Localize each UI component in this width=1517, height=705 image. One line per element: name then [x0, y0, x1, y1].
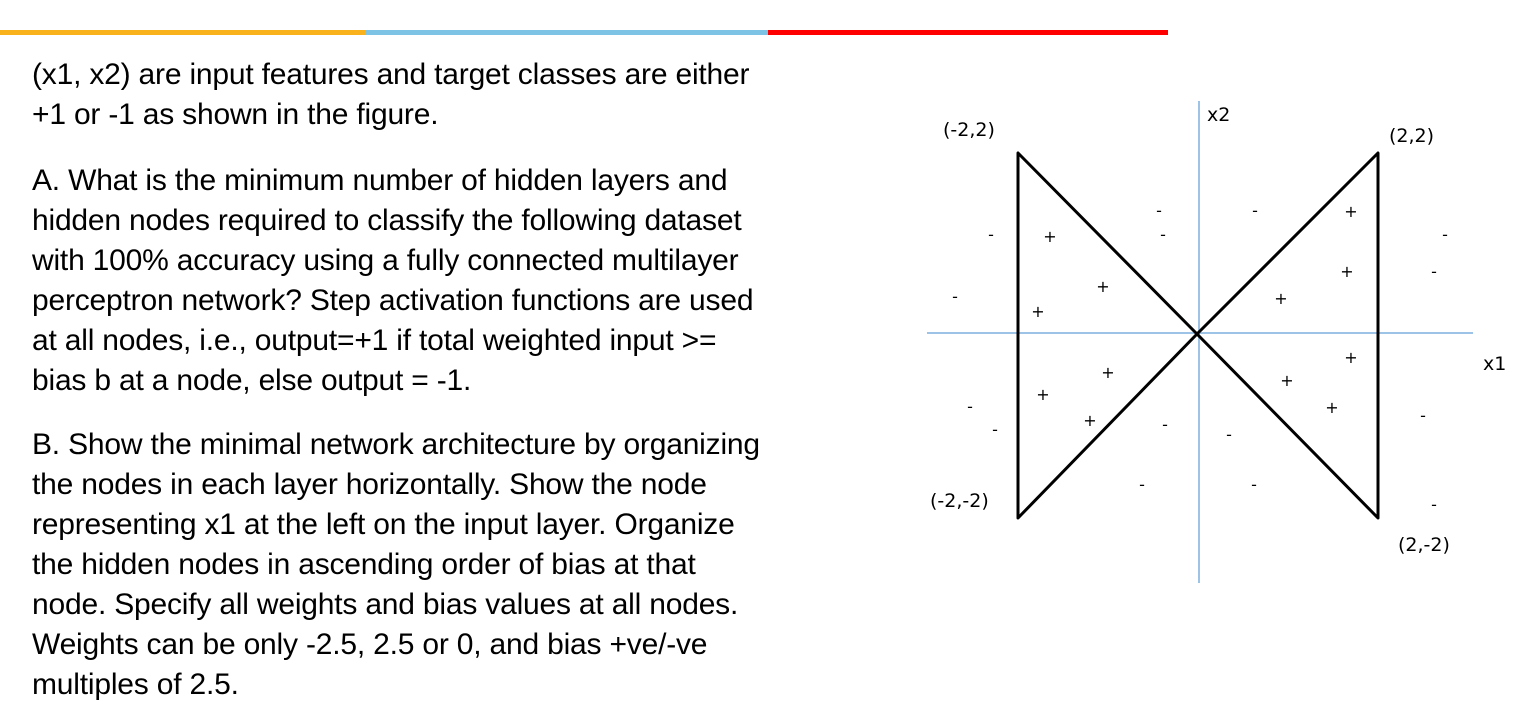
top-bar-orange	[0, 30, 366, 35]
plus-point: +	[1101, 363, 1114, 382]
part-b-line: multiples of 2.5.	[32, 668, 239, 701]
minus-point: -	[1139, 475, 1145, 494]
vertex-label-bottom-right: (2,-2)	[1398, 534, 1450, 556]
plus-point: +	[1083, 411, 1096, 430]
part-b-line: B. Show the minimal network architecture…	[32, 428, 760, 461]
plus-point: +	[1280, 371, 1293, 390]
minus-point: -	[1420, 406, 1426, 425]
right-triangle	[1195, 151, 1380, 520]
part-b-line: representing x1 at the left on the input…	[32, 508, 735, 541]
plus-point: +	[1344, 348, 1357, 367]
vertex-label-top-left: (-2,2)	[943, 119, 995, 141]
plus-point: +	[1031, 302, 1044, 321]
minus-point: -	[1160, 225, 1166, 244]
plus-point: +	[1340, 262, 1353, 281]
minus-point: -	[1442, 225, 1448, 244]
plus-point: +	[1325, 398, 1338, 417]
minus-point: -	[1252, 201, 1258, 220]
part-a-line: hidden nodes required to classify the fo…	[32, 204, 742, 237]
vertex-label-top-right: (2,2)	[1389, 125, 1434, 147]
plus-point: +	[1043, 227, 1056, 246]
part-b-paragraph: B. Show the minimal network architecture…	[32, 425, 760, 705]
minus-point: -	[988, 225, 994, 244]
top-bar-blue	[366, 30, 768, 35]
minus-point: -	[1431, 262, 1437, 281]
plus-point: +	[1344, 202, 1357, 221]
minus-point: -	[1226, 425, 1232, 444]
part-a-line: with 100% accuracy using a fully connect…	[32, 244, 739, 277]
plus-point: +	[1274, 289, 1287, 308]
plus-point: +	[1036, 385, 1049, 404]
minus-point: -	[1156, 201, 1162, 220]
plus-point: +	[1096, 277, 1109, 296]
minus-point: -	[1162, 415, 1168, 434]
part-a-paragraph: A. What is the minimum number of hidden …	[32, 161, 754, 401]
part-b-line: the hidden nodes in ascending order of b…	[32, 548, 696, 581]
vertex-label-bottom-left: (-2,-2)	[930, 490, 989, 512]
intro-line: (x1, x2) are input features and target c…	[32, 58, 750, 91]
intro-line: +1 or -1 as shown in the figure.	[32, 98, 439, 131]
part-a-line: at all nodes, i.e., output=+1 if total w…	[32, 324, 717, 357]
minus-point: -	[1431, 495, 1437, 514]
part-a-line: A. What is the minimum number of hidden …	[32, 164, 728, 197]
x1-axis-label: x1	[1483, 353, 1506, 375]
part-b-line: Weights can be only -2.5, 2.5 or 0, and …	[32, 628, 708, 661]
top-bar-red	[768, 30, 1168, 35]
left-triangle	[1016, 151, 1199, 520]
minus-point: -	[992, 420, 998, 439]
part-a-line: bias b at a node, else output = -1.	[32, 364, 472, 397]
intro-paragraph: (x1, x2) are input features and target c…	[32, 55, 750, 135]
part-b-line: the nodes in each layer horizontally. Sh…	[32, 468, 707, 501]
part-b-line: node. Specify all weights and bias value…	[32, 588, 739, 621]
minus-point: -	[967, 397, 973, 416]
part-a-line: perceptron network? Step activation func…	[32, 284, 754, 317]
minus-point: -	[1251, 475, 1257, 494]
minus-point: -	[952, 287, 958, 306]
x2-axis-label: x2	[1207, 104, 1230, 126]
